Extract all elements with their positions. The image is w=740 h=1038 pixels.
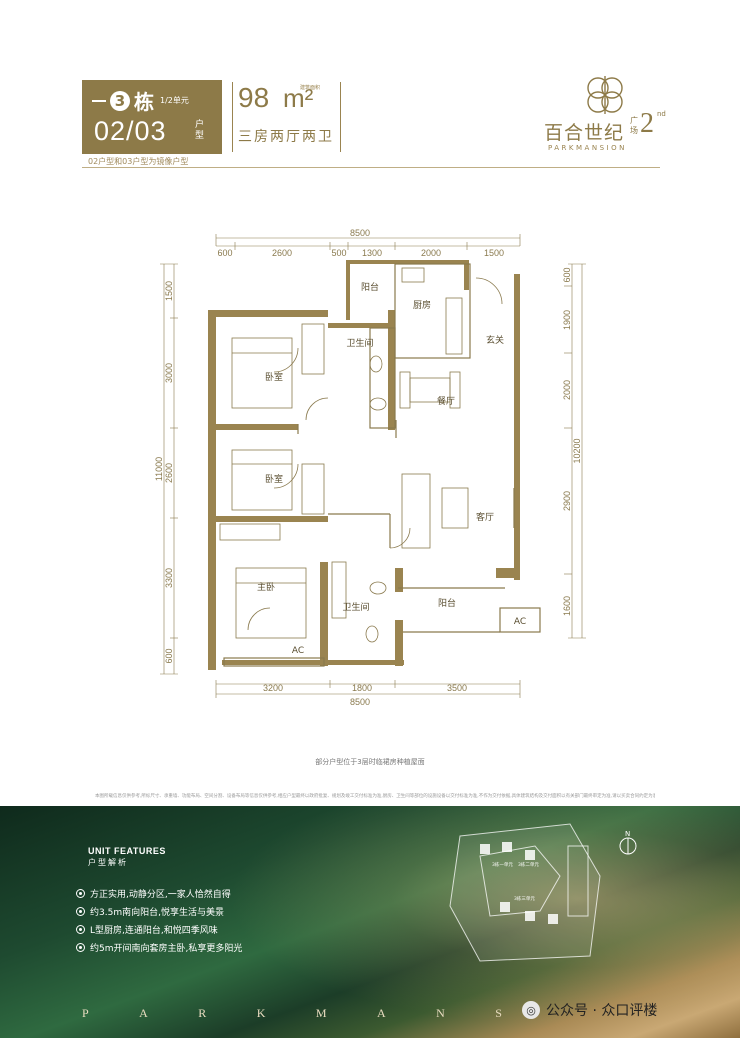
bullet-icon xyxy=(76,924,85,934)
area-unit: m² xyxy=(282,83,314,113)
wechat-watermark: ◎ 公众号 · 众口评楼 xyxy=(522,1000,657,1020)
area-number: 98 xyxy=(238,82,270,113)
letter: S xyxy=(495,1006,502,1020)
room-balcony-bottom: 阳台 xyxy=(438,597,456,609)
feature-item: 约5m开间南向套房主卧,私享更多阳光 xyxy=(76,938,242,956)
area-caption: 建筑面积 xyxy=(300,85,321,91)
dim-bottom-total: 8500 xyxy=(350,697,370,707)
type-badge: 3 栋 1/2单元 02/03 户型 xyxy=(82,80,222,154)
feature-item: 方正实用,动静分区,一家人恰然自得 xyxy=(76,884,242,902)
dim-left: 600 xyxy=(164,648,174,663)
wechat-icon: ◎ xyxy=(522,1001,540,1019)
room-living: 客厅 xyxy=(476,511,494,523)
header-divider xyxy=(232,82,233,152)
feature-item: L型厨房,连通阳台,和悦四季风味 xyxy=(76,920,242,938)
dim-left-total: 11000 xyxy=(154,457,164,481)
wechat-label: 公众号 · 众口评楼 xyxy=(546,1003,658,1019)
letter: K xyxy=(256,1006,266,1020)
dim-right: 1600 xyxy=(562,596,572,616)
dim-top: 600 xyxy=(217,248,232,258)
ac-label: AC xyxy=(514,617,526,627)
feature-text: 约5m开间南向套房主卧,私享更多阳光 xyxy=(90,943,243,954)
dim-top: 1500 xyxy=(484,248,504,258)
type-word: 户型 xyxy=(195,120,205,141)
feature-text: 方正实用,动静分区,一家人恰然自得 xyxy=(90,889,231,900)
logo-guangchang: 广场 xyxy=(630,116,638,135)
dim-right-total: 10200 xyxy=(572,438,582,463)
logo-number: 2 xyxy=(640,108,654,139)
lily-logo-icon xyxy=(587,76,623,114)
room-kitchen: 厨房 xyxy=(413,299,431,311)
dim-left: 1500 xyxy=(164,281,174,301)
dim-bottom: 3500 xyxy=(447,683,467,693)
room-dining: 餐厅 xyxy=(437,395,455,407)
room-entrance: 玄关 xyxy=(486,334,504,346)
logo-superscript: nd xyxy=(657,110,666,118)
rooms-summary: 三房两厅两卫 xyxy=(238,129,334,145)
mirror-note: 02户型和03户型为镜像户型 xyxy=(88,157,189,166)
logo-name-cn: 百合世纪 xyxy=(544,122,625,144)
room-bedroom-2: 卧室 xyxy=(265,473,283,485)
site-label: 3栋三单元 xyxy=(514,895,535,902)
room-bedroom-1: 卧室 xyxy=(265,371,283,383)
dim-bottom: 1800 xyxy=(352,683,372,693)
letter: M xyxy=(315,1006,327,1020)
header-divider xyxy=(340,82,341,152)
site-plan: 3栋一单元 3栋二单元 3栋三单元 xyxy=(449,823,601,962)
room-bathroom-2: 卫生间 xyxy=(342,601,369,613)
letter: A xyxy=(376,1006,386,1020)
letter: A xyxy=(139,1006,148,1020)
bullet-icon xyxy=(76,942,85,952)
silk-decoration xyxy=(200,806,740,1038)
dim-right: 2900 xyxy=(562,491,572,511)
ac-label: AC xyxy=(292,646,304,656)
unit-label: 1/2单元 xyxy=(160,96,189,105)
dim-right: 2000 xyxy=(562,380,572,400)
features-list: 方正实用,动静分区,一家人恰然自得 约3.5m南向阳台,悦享生活与美景 L型厨房… xyxy=(76,884,242,956)
features-banner: UNIT FEATURES 户型解析 方正实用,动静分区,一家人恰然自得 约3.… xyxy=(0,806,740,1038)
features-title-cn: 户型解析 xyxy=(88,858,128,867)
dim-left: 3000 xyxy=(164,363,174,383)
letter: R xyxy=(198,1006,207,1020)
dim-top: 2000 xyxy=(421,248,441,258)
features-title-en: UNIT FEATURES xyxy=(88,846,166,856)
site-label: 3栋二单元 xyxy=(518,861,539,868)
disclaimer: 本图所载信息仅供参考,所标尺寸、承重墙、功能布局、空间分割、设备布局等信息仅供参… xyxy=(95,794,655,799)
dim-top-total: 8500 xyxy=(350,228,370,238)
room-balcony-top: 阳台 xyxy=(361,281,379,293)
area-value: 98 m² xyxy=(238,82,313,114)
dim-bottom: 3200 xyxy=(263,683,283,693)
bullet-icon xyxy=(76,888,85,898)
feature-item: 约3.5m南向阳台,悦享生活与美景 xyxy=(76,902,242,920)
park-mansion-letters: P A R K M A N S xyxy=(82,1006,502,1021)
north-arrow-icon: N xyxy=(619,830,637,855)
room-bathroom-1: 卫生间 xyxy=(346,337,373,349)
bullet-icon xyxy=(76,906,85,916)
letter: N xyxy=(436,1006,445,1020)
floor-plan: 8500 600 2600 500 1300 2000 1500 3200 18… xyxy=(154,228,586,707)
dim-right: 1900 xyxy=(562,310,572,330)
dim-top: 500 xyxy=(331,248,346,258)
building-number: 3 xyxy=(110,90,130,111)
logo-name-en: PARKMANSION xyxy=(548,144,627,152)
north-label: N xyxy=(625,830,630,838)
header-rule xyxy=(82,167,660,168)
building-word: 栋 xyxy=(134,90,154,114)
plan-note: 部分户型位于3层时临裙房种植屋面 xyxy=(315,758,425,766)
dim-left: 2600 xyxy=(164,463,174,483)
dim-top: 2600 xyxy=(272,248,292,258)
building-label-row: 3 栋 1/2单元 xyxy=(92,86,189,115)
dash-decoration xyxy=(92,99,106,102)
site-label: 3栋一单元 xyxy=(492,861,513,868)
type-code: 02/03 xyxy=(94,116,167,146)
room-master-bedroom: 主卧 xyxy=(257,581,275,593)
feature-text: 约3.5m南向阳台,悦享生活与美景 xyxy=(90,907,224,918)
dim-top: 1300 xyxy=(362,248,382,258)
feature-text: L型厨房,连通阳台,和悦四季风味 xyxy=(90,925,218,936)
dim-right: 600 xyxy=(562,267,572,282)
letter: P xyxy=(82,1006,89,1020)
dim-left: 3300 xyxy=(164,568,174,588)
